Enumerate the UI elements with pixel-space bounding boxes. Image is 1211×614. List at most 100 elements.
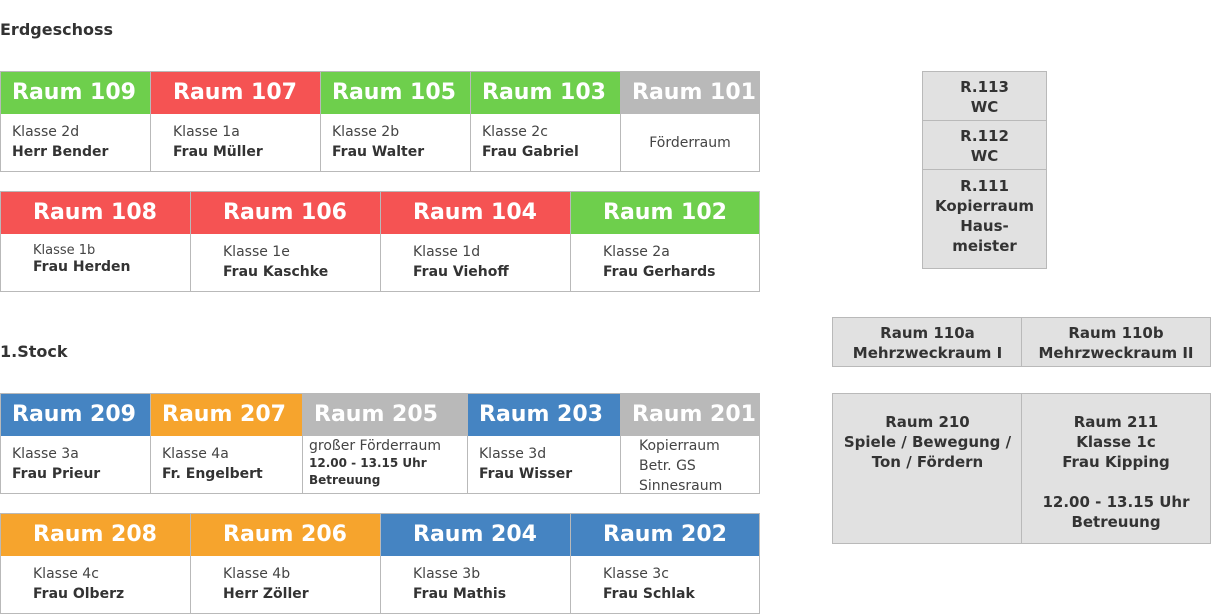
room-r111-line-1: Kopierraum	[935, 197, 1034, 215]
room-202-class: Klasse 3c	[603, 566, 669, 582]
room-210: Raum 210 Spiele / Bewegung / Ton / Förde…	[832, 393, 1023, 544]
room-109-teacher: Herr Bender	[12, 144, 109, 160]
room-201-header: Raum 201	[621, 394, 759, 436]
room-206: Raum 206 Klasse 4b Herr Zöller	[190, 513, 381, 614]
room-r111-line-3: meister	[952, 237, 1017, 255]
room-210-number: Raum 210	[885, 413, 970, 431]
room-207-teacher: Fr. Engelbert	[162, 466, 263, 482]
room-r113-label: WC	[970, 98, 999, 116]
room-107-header: Raum 107	[151, 72, 320, 114]
room-203-class: Klasse 3d	[479, 446, 547, 462]
room-211-class: Klasse 1c	[1076, 433, 1156, 451]
room-205-class: großer Förderraum	[309, 438, 442, 454]
room-104: Raum 104 Klasse 1d Frau Viehoff	[380, 191, 571, 292]
room-110b-number: Raum 110b	[1068, 324, 1164, 342]
room-204-class: Klasse 3b	[413, 566, 481, 582]
erdgeschoss-row-1: Raum 109 Klasse 2d Herr Bender Raum 107 K…	[0, 71, 760, 172]
room-204-teacher: Frau Mathis	[413, 586, 507, 602]
room-205-header: Raum 205	[303, 394, 467, 436]
room-211-spacer	[1022, 472, 1210, 492]
room-101-text: Förderraum	[649, 134, 731, 151]
room-201-line-2: Betr. GS	[639, 458, 696, 474]
room-105-class: Klasse 2b	[332, 124, 400, 140]
room-209-header: Raum 209	[1, 394, 150, 436]
room-104-teacher: Frau Viehoff	[413, 264, 509, 280]
room-106-header: Raum 106	[191, 192, 380, 234]
floor-title-1-stock: 1.Stock	[0, 342, 68, 361]
room-204-header: Raum 204	[381, 514, 570, 556]
room-105: Raum 105 Klasse 2b Frau Walter	[320, 71, 471, 172]
room-108-class: Klasse 1b	[33, 243, 96, 258]
room-206-header: Raum 206	[191, 514, 380, 556]
room-109-class: Klasse 2d	[12, 124, 80, 140]
room-209-class: Klasse 3a	[12, 446, 79, 462]
room-r111-line-2: Haus-	[960, 217, 1009, 235]
room-202-teacher: Frau Schlak	[603, 586, 695, 602]
room-106-class: Klasse 1e	[223, 244, 290, 260]
room-106-teacher: Frau Kaschke	[223, 264, 329, 280]
room-110a-number: Raum 110a	[880, 324, 975, 342]
room-203-header: Raum 203	[468, 394, 620, 436]
room-110b-label: Mehrzweckraum II	[1038, 344, 1194, 362]
room-208-class: Klasse 4c	[33, 566, 99, 582]
room-207-header: Raum 207	[151, 394, 302, 436]
room-201-line-3: Sinnesraum	[639, 478, 723, 493]
room-211-teacher: Frau Kipping	[1062, 453, 1170, 471]
room-110a: Raum 110a Mehrzweckraum I	[832, 317, 1023, 367]
room-102-teacher: Frau Gerhards	[603, 264, 716, 280]
room-101: Raum 101 Förderraum	[620, 71, 760, 172]
room-r111-number: R.111	[960, 177, 1009, 195]
room-101-header: Raum 101	[621, 72, 759, 114]
room-110a-label: Mehrzweckraum I	[852, 344, 1003, 362]
room-206-teacher: Herr Zöller	[223, 586, 309, 602]
room-201-line-1: Kopierraum	[639, 438, 720, 454]
room-105-teacher: Frau Walter	[332, 144, 425, 160]
room-201: Raum 201 Kopierraum Betr. GS Sinnesraum	[620, 393, 760, 494]
room-107-teacher: Frau Müller	[173, 144, 263, 160]
room-104-class: Klasse 1d	[413, 244, 481, 260]
room-109: Raum 109 Klasse 2d Herr Bender	[0, 71, 151, 172]
room-r113: R.113 WC	[922, 71, 1047, 121]
room-205-note: Betreuung	[309, 473, 381, 487]
room-110b: Raum 110b Mehrzweckraum II	[1021, 317, 1211, 367]
room-r111: R.111 Kopierraum Haus- meister	[922, 169, 1047, 269]
room-104-header: Raum 104	[381, 192, 570, 234]
room-r113-number: R.113	[960, 78, 1009, 96]
room-103-class: Klasse 2c	[482, 124, 548, 140]
floor-title-erdgeschoss: Erdgeschoss	[0, 20, 114, 39]
room-102-class: Klasse 2a	[603, 244, 670, 260]
room-r112-number: R.112	[960, 127, 1009, 145]
room-211-note: Betreuung	[1071, 513, 1161, 531]
room-107-class: Klasse 1a	[173, 124, 240, 140]
room-r112: R.112 WC	[922, 120, 1047, 170]
room-208-teacher: Frau Olberz	[33, 586, 125, 602]
room-211-time: 12.00 - 13.15 Uhr	[1042, 493, 1190, 511]
room-203: Raum 203 Klasse 3d Frau Wisser	[467, 393, 621, 494]
room-r112-label: WC	[970, 147, 999, 165]
room-203-teacher: Frau Wisser	[479, 466, 573, 482]
room-109-header: Raum 109	[1, 72, 150, 114]
room-108-header: Raum 108	[1, 192, 190, 234]
room-210-line-1: Spiele / Bewegung /	[843, 433, 1012, 451]
room-103-header: Raum 103	[471, 72, 620, 114]
room-205: Raum 205 großer Förderraum 12.00 - 13.15…	[302, 393, 468, 494]
room-210-line-2: Ton / Fördern	[871, 453, 984, 471]
room-102-header: Raum 102	[571, 192, 759, 234]
room-206-class: Klasse 4b	[223, 566, 291, 582]
room-205-time: 12.00 - 13.15 Uhr	[309, 456, 427, 470]
room-204: Raum 204 Klasse 3b Frau Mathis	[380, 513, 571, 614]
room-107: Raum 107 Klasse 1a Frau Müller	[150, 71, 321, 172]
room-102: Raum 102 Klasse 2a Frau Gerhards	[570, 191, 760, 292]
room-211-number: Raum 211	[1073, 413, 1159, 431]
room-108-teacher: Frau Herden	[33, 259, 131, 275]
room-211: Raum 211 Klasse 1c Frau Kipping 12.00 - …	[1021, 393, 1211, 544]
room-105-header: Raum 105	[321, 72, 470, 114]
